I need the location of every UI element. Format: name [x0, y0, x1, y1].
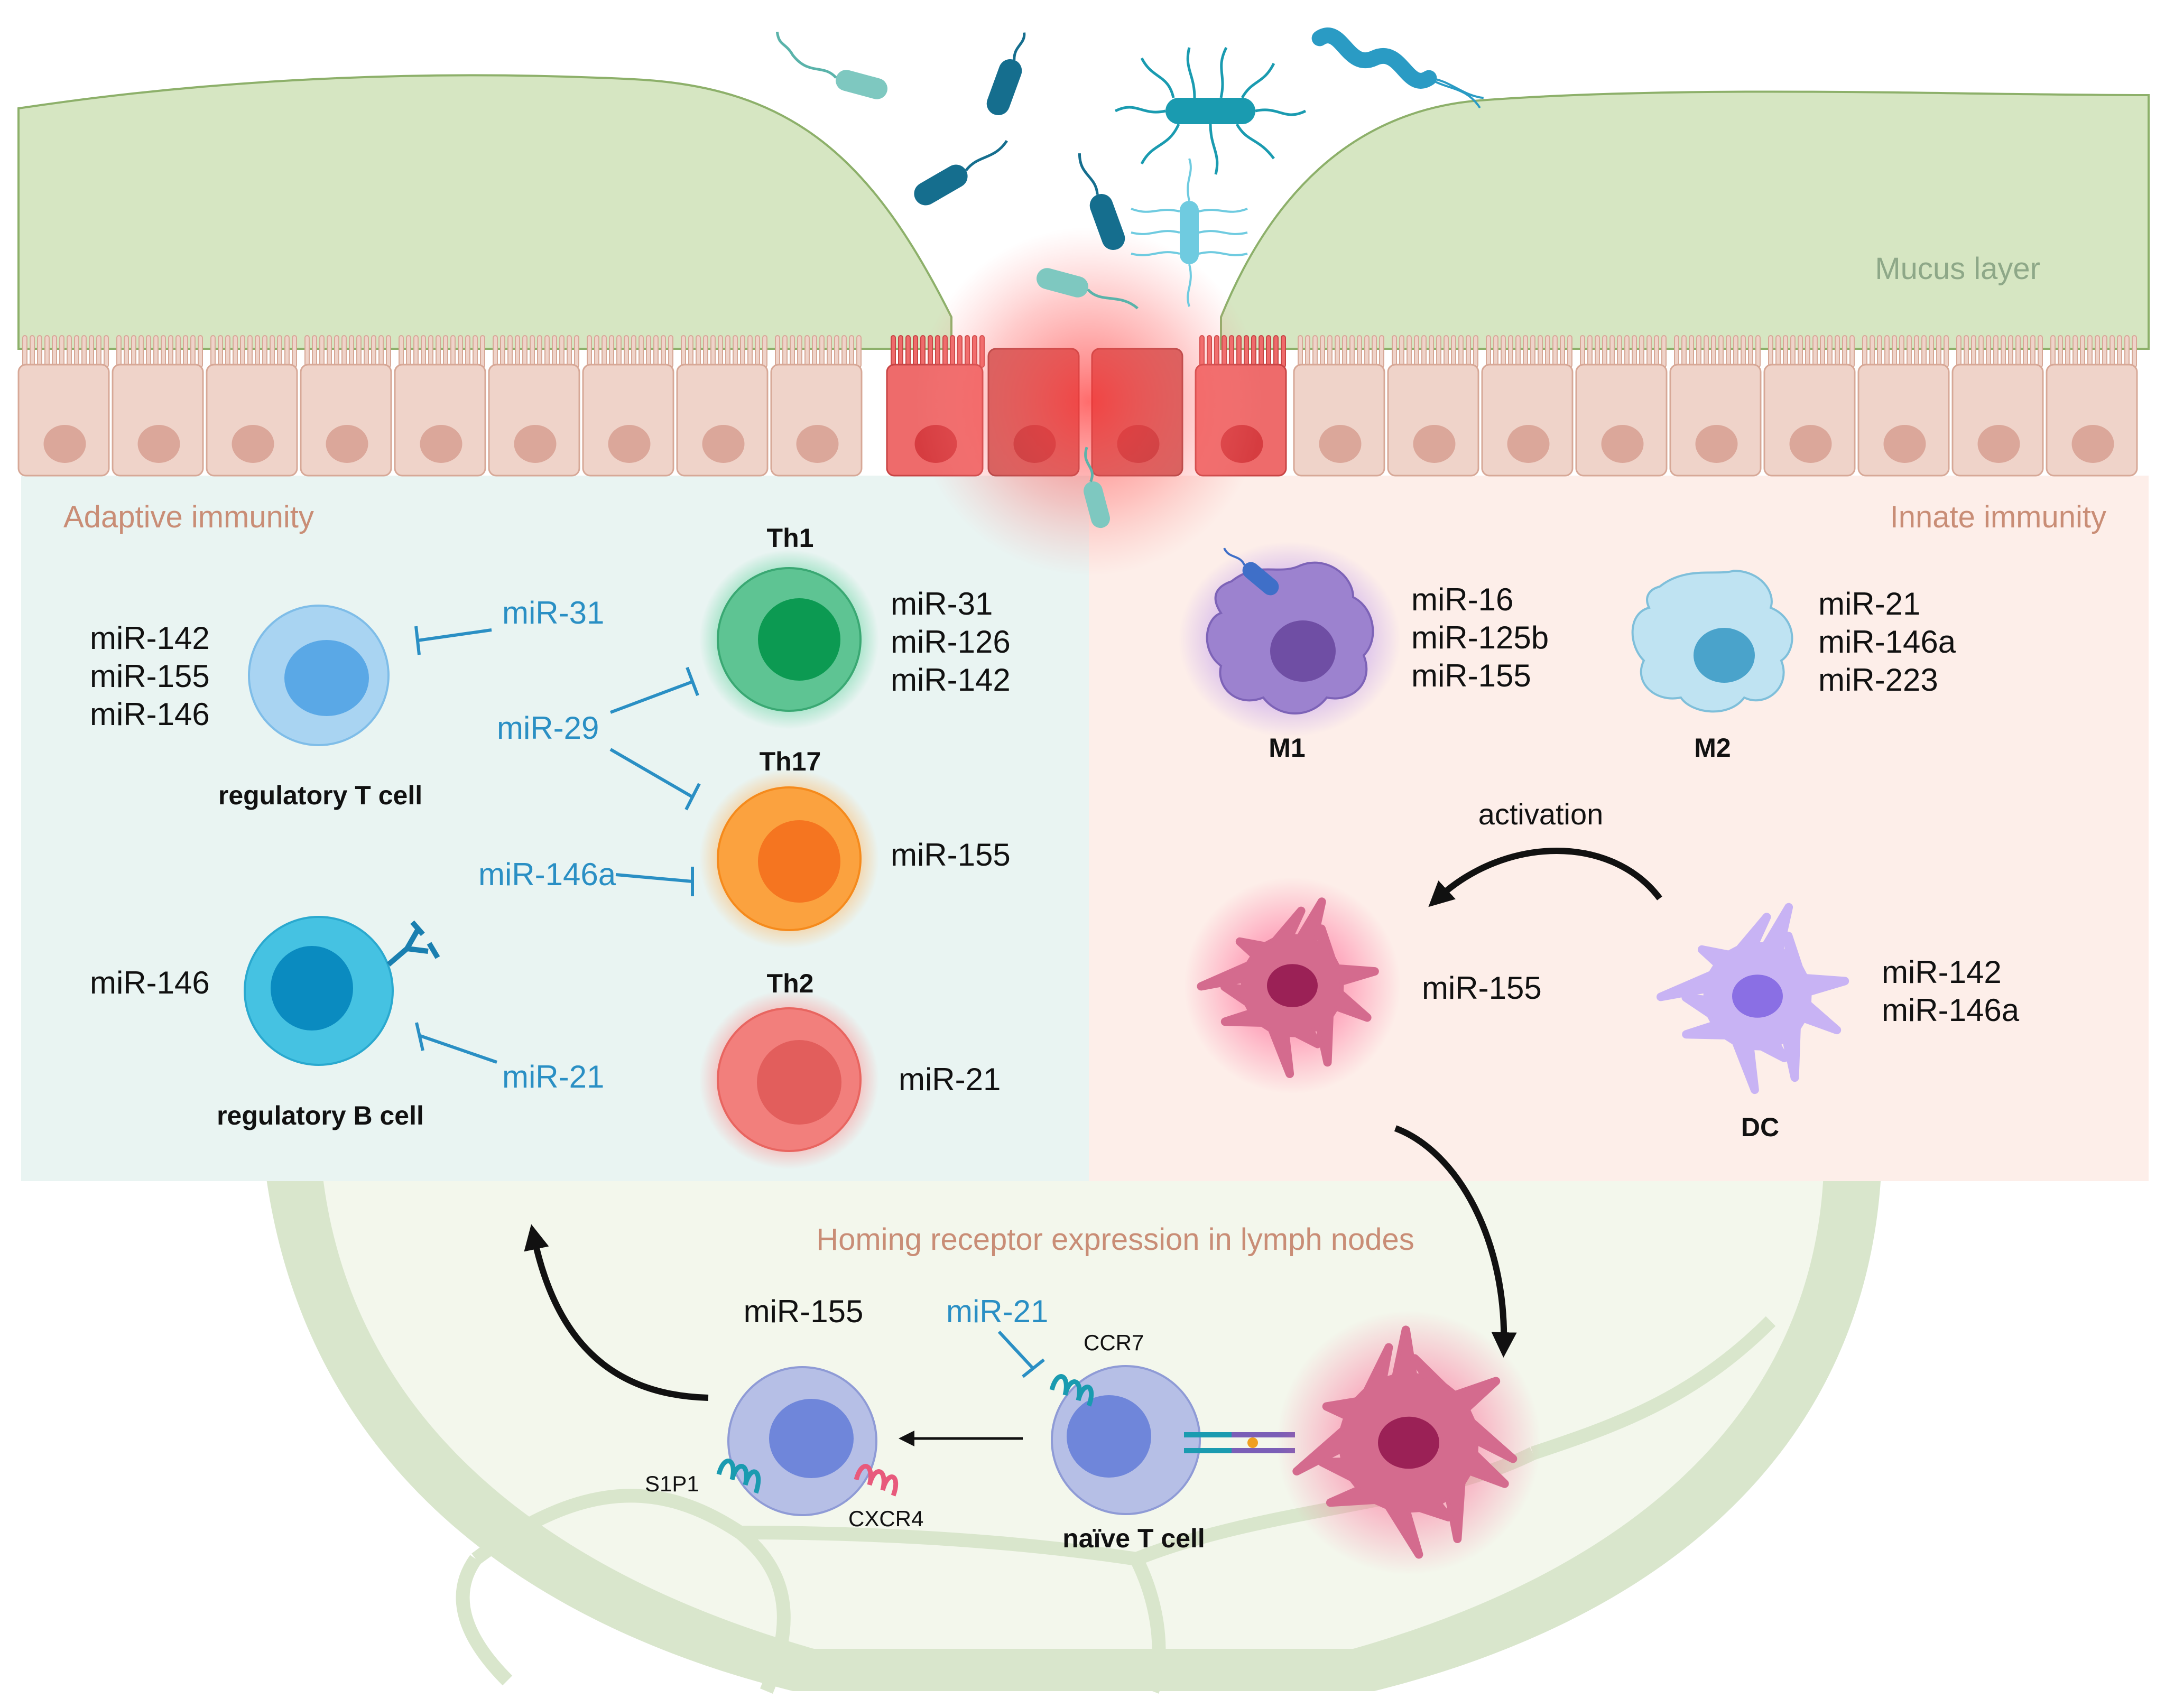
cxcr4-receptor-icon: [854, 1464, 899, 1497]
bacteria: [775, 27, 1484, 528]
bacterium: [775, 31, 887, 99]
mir29-inhibition: [609, 666, 701, 811]
dc-label: DC: [1741, 1112, 1779, 1142]
th1-mir-3: miR-142: [891, 662, 1011, 698]
m1-label: M1: [1269, 733, 1305, 763]
shared-inhibitor-mir: miR-29: [497, 710, 599, 746]
dc-mir-2: miR-146a: [1882, 992, 2020, 1028]
mucus-layer-label: Mucus layer: [1875, 252, 2040, 286]
treg-mir-3: miR-146: [90, 697, 210, 732]
activated-dc-mir-1: miR-155: [1422, 970, 1542, 1006]
homing-return-arrow: [524, 1224, 709, 1401]
dc-mir-1: miR-142: [1882, 954, 2002, 990]
adaptive-panel: [21, 476, 1089, 1181]
breg-inhibitor-mir: miR-21: [502, 1059, 604, 1094]
m2-mir-3: miR-223: [1818, 662, 1938, 698]
bacterium: [1131, 158, 1248, 307]
activation-arrow: [1428, 848, 1662, 907]
m2-label: M2: [1694, 733, 1731, 763]
naive-t-label: naïve T cell: [1062, 1524, 1205, 1553]
th1-label: Th1: [767, 523, 814, 553]
breg-label: regulatory B cell: [217, 1101, 424, 1130]
th1-cell: [699, 550, 879, 729]
m1-mir-2: miR-125b: [1411, 620, 1549, 655]
m1-macrophage: [1179, 542, 1401, 737]
breg-mir-1: miR-146: [90, 965, 210, 1000]
th2-label: Th2: [767, 969, 814, 998]
m1-mir-1: miR-16: [1411, 582, 1513, 617]
dendritic-cell: [1657, 903, 1849, 1094]
th17-inhibition-mir146a: [615, 867, 694, 896]
innate-immunity-label: Innate immunity: [1890, 500, 2106, 534]
inflammation-glow: [914, 227, 1263, 576]
bacterium: [1037, 268, 1139, 310]
s1p1-label: S1P1: [645, 1471, 699, 1496]
activated-dendritic-cell: [1184, 877, 1401, 1094]
th17-label: Th17: [760, 747, 821, 776]
m2-macrophage: [1631, 569, 1793, 713]
th17-mir-1: miR-155: [891, 837, 1011, 872]
m2-mir-1: miR-21: [1818, 586, 1920, 621]
th1-mir-1: miR-31: [891, 586, 993, 621]
ccr7-label: CCR7: [1084, 1330, 1144, 1355]
th17-cell: [699, 769, 879, 949]
ccr7-inhibition: [997, 1330, 1045, 1378]
bacterium: [986, 32, 1026, 116]
cxcr4-label: CXCR4: [848, 1506, 923, 1531]
treg-inhibition: [414, 626, 492, 655]
bacterium: [1084, 447, 1110, 528]
lymph-node-dendritic-cell: [1276, 1311, 1541, 1575]
mucus-layer-right: [1220, 90, 2150, 350]
adaptive-immunity-label: Adaptive immunity: [63, 500, 314, 534]
th1-mir-2: miR-126: [891, 624, 1011, 660]
treg-inhibitor-mir: miR-31: [502, 595, 604, 630]
phagocytosed-bacterium-icon: [1223, 547, 1279, 596]
m1-mir-3: miR-155: [1411, 658, 1531, 693]
bacterium: [1078, 153, 1125, 250]
m2-mir-2: miR-146a: [1818, 624, 1956, 660]
th2-cell: [699, 990, 879, 1169]
migration-arrow: [1394, 1125, 1517, 1358]
mucus-layer: [17, 74, 952, 350]
antibody-icon: [386, 920, 440, 967]
regulatory-t-cell: [248, 605, 390, 746]
breg-inhibition: [415, 1022, 497, 1064]
regulatory-b-cell: [244, 916, 440, 1066]
treg-mir-1: miR-142: [90, 620, 210, 656]
treg-label: regulatory T cell: [218, 781, 422, 810]
treg-mir-2: miR-155: [90, 658, 210, 694]
ccr7-receptor-icon: [1049, 1374, 1094, 1407]
naive-t-inhibitor-mir: miR-21: [946, 1294, 1048, 1329]
th2-mir-1: miR-21: [899, 1062, 1001, 1097]
th17-inhibitor-mir: miR-146a: [478, 857, 616, 892]
homing-t-cell: [716, 1366, 899, 1516]
bacterium: [1114, 47, 1307, 175]
bacterium: [1311, 27, 1484, 109]
naive-t-cell: [1049, 1365, 1295, 1515]
lymph-node-label: Homing receptor expression in lymph node…: [816, 1222, 1414, 1257]
activation-label: activation: [1478, 797, 1604, 831]
homing-t-mir: miR-155: [744, 1294, 864, 1329]
bacterium: [914, 140, 1008, 206]
s1p1-receptor-icon: [716, 1459, 761, 1494]
